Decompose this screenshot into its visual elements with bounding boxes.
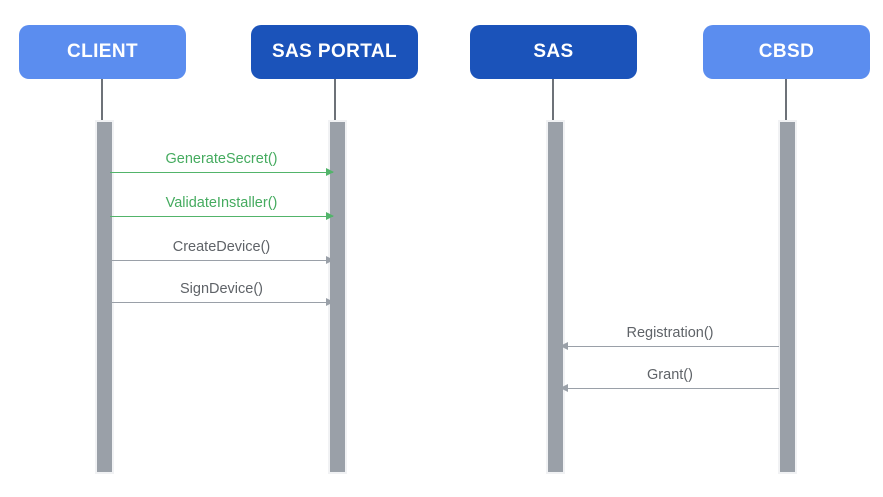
message-arrowhead-left-icon [560, 341, 568, 350]
activation-bar-client [95, 120, 114, 474]
message-line-sign-device [110, 302, 333, 303]
message-arrowhead-right-icon [326, 297, 334, 306]
message-line-generate-secret [110, 172, 333, 173]
message-arrowhead-left-icon [560, 383, 568, 392]
message-label-grant: Grant() [647, 367, 693, 383]
message-label-registration: Registration() [626, 325, 714, 341]
activation-bar-sas-portal [328, 120, 347, 474]
participant-box-sas[interactable]: SAS [470, 25, 637, 79]
message-line-registration [561, 346, 779, 347]
participant-label-cbsd: CBSD [758, 41, 815, 62]
message-arrowhead-right-icon [326, 211, 334, 220]
message-arrowhead-right-icon [326, 167, 334, 176]
activation-bar-cbsd [778, 120, 797, 474]
message-label-sign-device: SignDevice() [180, 281, 263, 297]
message-arrowhead-right-icon [326, 255, 334, 264]
participant-label-client: CLIENT [66, 41, 138, 62]
message-label-create-device: CreateDevice() [172, 239, 271, 255]
message-line-grant [561, 388, 779, 389]
lifeline-cbsd [785, 79, 787, 124]
participant-box-sas-portal[interactable]: SAS PORTAL [251, 25, 418, 79]
lifeline-client [101, 79, 103, 124]
participant-label-sas: SAS [533, 41, 574, 62]
lifeline-sas [552, 79, 554, 124]
message-line-validate-installer [110, 216, 333, 217]
participant-box-client[interactable]: CLIENT [19, 25, 186, 79]
participant-box-cbsd[interactable]: CBSD [703, 25, 870, 79]
lifeline-sas-portal [334, 79, 336, 124]
message-label-validate-installer: ValidateInstaller() [165, 195, 278, 211]
message-line-create-device [110, 260, 333, 261]
message-label-generate-secret: GenerateSecret() [165, 151, 278, 167]
activation-bar-sas [546, 120, 565, 474]
participant-label-sas-portal: SAS PORTAL [271, 41, 398, 62]
